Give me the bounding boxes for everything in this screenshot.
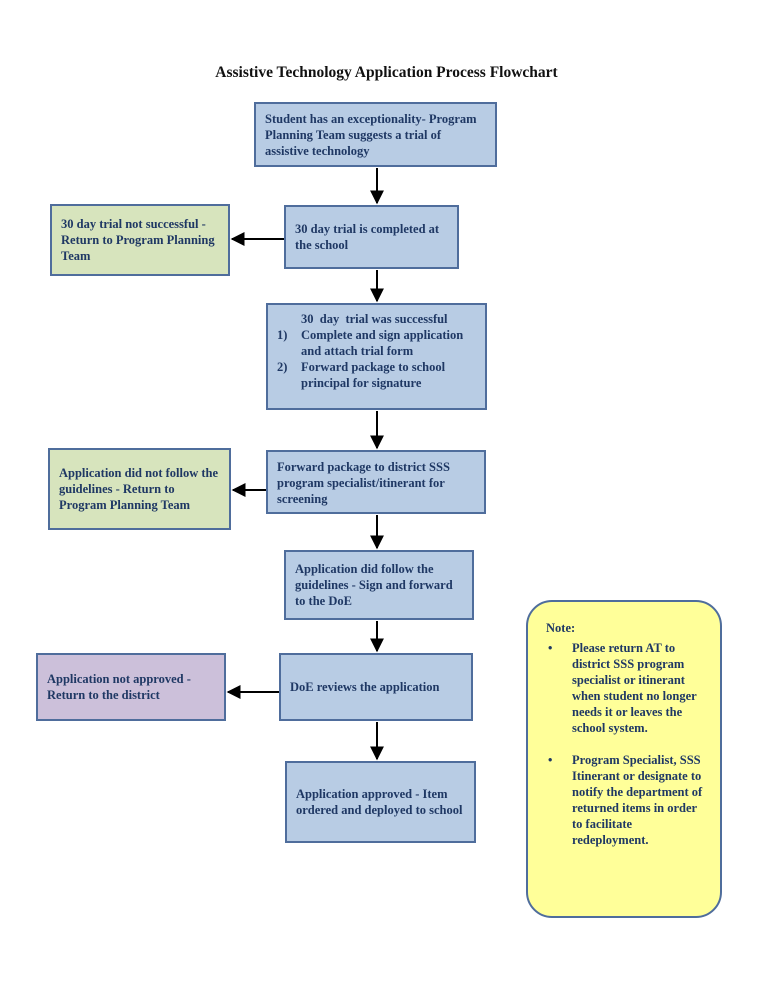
follow-text: Application did follow the guidelines - …	[295, 562, 453, 608]
not-approved-box: Application not approved - Return to the…	[36, 653, 226, 721]
note-heading: Note:	[546, 621, 576, 635]
note-box: Note: • Please return AT to district SSS…	[526, 600, 722, 918]
step-item: 1) Complete and sign application and att…	[277, 327, 476, 359]
note-item-text: Please return AT to district SSS program…	[572, 641, 697, 735]
not-follow-box: Application did not follow the guideline…	[48, 448, 231, 530]
review-box: DoE reviews the application	[279, 653, 473, 721]
step-text: Complete and sign application and attach…	[301, 328, 464, 358]
approved-text: Application approved - Item ordered and …	[296, 787, 463, 817]
trial-success-header: 30 day trial was successful	[301, 312, 448, 326]
trial-text: 30 day trial is completed at the school	[295, 222, 440, 252]
not-approved-text: Application not approved - Return to the…	[47, 672, 191, 702]
trial-fail-text: 30 day trial not successful - Return to …	[61, 217, 215, 263]
forward-text: Forward package to district SSS program …	[277, 460, 450, 506]
trial-success-box: 30 day trial was successful 1) Complete …	[266, 303, 487, 410]
follow-box: Application did follow the guidelines - …	[284, 550, 474, 620]
forward-box: Forward package to district SSS program …	[266, 450, 486, 514]
trial-box: 30 day trial is completed at the school	[284, 205, 459, 269]
trial-success-steps: 1) Complete and sign application and att…	[277, 327, 476, 391]
step-number: 1)	[277, 328, 288, 342]
page-title: Assistive Technology Application Process…	[215, 64, 558, 81]
note-item: • Please return AT to district SSS progr…	[546, 640, 706, 736]
not-follow-text: Application did not follow the guideline…	[59, 466, 219, 512]
start-box: Student has an exceptionality- Program P…	[254, 102, 497, 167]
note-item: • Program Specialist, SSS Itinerant or d…	[546, 752, 706, 848]
step-number: 2)	[277, 360, 288, 374]
trial-fail-box: 30 day trial not successful - Return to …	[50, 204, 230, 276]
review-text: DoE reviews the application	[290, 680, 440, 694]
note-item-text: Program Specialist, SSS Itinerant or des…	[572, 753, 703, 847]
bullet-icon: •	[548, 753, 553, 767]
step-text: Forward package to school principal for …	[301, 360, 446, 390]
note-list: • Please return AT to district SSS progr…	[546, 640, 706, 848]
step-item: 2) Forward package to school principal f…	[277, 359, 476, 391]
bullet-icon: •	[548, 641, 553, 655]
start-text: Student has an exceptionality- Program P…	[265, 112, 477, 158]
approved-box: Application approved - Item ordered and …	[285, 761, 476, 843]
